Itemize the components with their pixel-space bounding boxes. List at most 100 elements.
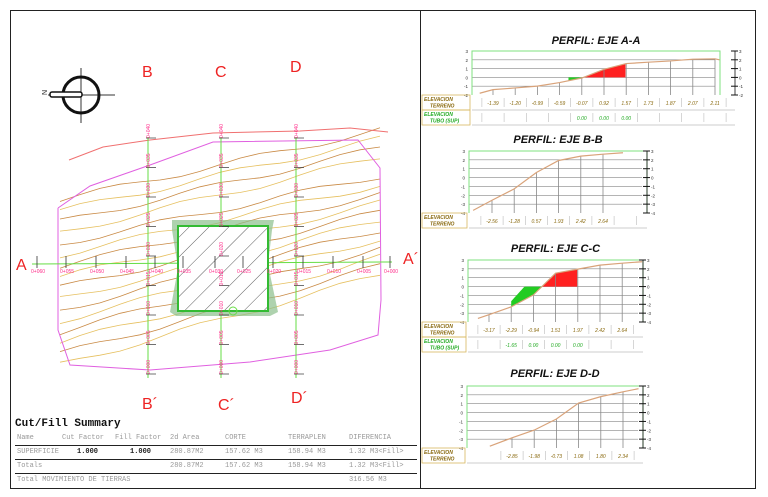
y-tick-label-right: 0 <box>651 176 654 181</box>
terrain-elevation: 0.92 <box>599 101 609 107</box>
summary-row-superficie: SUPERFICIE 1.000 1.000 280.87M2 157.62 M… <box>15 447 417 458</box>
terrain-elevation: -0.59 <box>554 101 566 107</box>
station-label: 0+060 <box>31 269 45 275</box>
y-tick-label-right: 3 <box>647 258 650 263</box>
profile-title: PERFIL: EJE B-B <box>513 134 602 146</box>
station-label: 0+040 <box>146 124 152 138</box>
row-label-box <box>421 447 466 464</box>
y-tick-label: -4 <box>459 446 463 451</box>
y-tick-label-right: 0 <box>739 75 742 80</box>
station-label: 0+015 <box>294 271 300 285</box>
station-label: 0+000 <box>294 360 300 374</box>
station-label: 0+010 <box>294 301 300 315</box>
station-label: 0+000 <box>146 360 152 374</box>
fill-area <box>511 286 543 307</box>
contour-line <box>59 146 381 220</box>
station-label: 0+015 <box>146 271 152 285</box>
total-label: Total MOVIMIENTO DE TIERRAS <box>17 476 131 484</box>
y-tick-label: -1 <box>460 293 464 298</box>
terrain-line <box>477 261 643 320</box>
summary-row-totals: Totals 280.87M2 157.62 M3 158.94 M3 1.32… <box>15 461 417 472</box>
header-terraplen: TERRAPLEN <box>288 434 326 442</box>
station-label: 0+035 <box>219 153 225 167</box>
terrain-elevation: 1.97 <box>573 328 583 334</box>
station-label: 0+025 <box>294 212 300 226</box>
y-tick-label: -1 <box>461 184 465 189</box>
y-tick-label-right: 1 <box>651 167 654 172</box>
cell-terraplen: 158.94 M3 <box>288 448 326 456</box>
tubo-elevation: -1.65 <box>505 343 517 349</box>
cell-area: 280.87M2 <box>170 448 204 456</box>
header-corte: CORTE <box>225 434 247 442</box>
y-tick-label-right: -4 <box>647 320 651 325</box>
summary-title: Cut/Fill Summary <box>15 418 121 430</box>
station-label: 0+025 <box>219 212 225 226</box>
row-label: ELEVACION <box>424 324 453 330</box>
terrain-elevation: 1.08 <box>574 454 584 460</box>
station-label: 0+035 <box>294 153 300 167</box>
y-tick-label: 2 <box>465 58 468 63</box>
terrain-elevation: 1.80 <box>596 454 606 460</box>
tubo-elevation: 0.00 <box>577 116 587 122</box>
y-tick-label: 3 <box>462 149 465 154</box>
terrain-elevation: 2.42 <box>575 219 586 225</box>
north-arrow-icon: N <box>42 68 115 123</box>
y-tick-label-right: -4 <box>651 211 655 216</box>
station-label: 0+005 <box>146 330 152 344</box>
y-tick-label: 0 <box>460 411 463 416</box>
contour-line <box>59 135 381 210</box>
terrain-elevation: -1.39 <box>487 101 499 107</box>
y-tick-label-right: -2 <box>647 428 651 433</box>
y-tick-label-right: -3 <box>651 202 655 207</box>
profile-title: PERFIL: EJE D-D <box>510 368 599 380</box>
cell-name: Totals <box>17 462 43 470</box>
cell-name: SUPERFICIE <box>17 448 60 456</box>
y-tick-label: 3 <box>461 258 464 263</box>
y-tick-label: 2 <box>462 158 465 163</box>
row-label: ELEVACION <box>424 215 453 221</box>
station-label: 0+050 <box>90 269 104 275</box>
profile-frame <box>466 385 644 448</box>
station-label: 0+035 <box>146 153 152 167</box>
terrain-elevation: 2.34 <box>617 454 628 460</box>
y-tick-label: 1 <box>460 402 463 407</box>
station-label: 0+030 <box>219 183 225 197</box>
section-label-a-prime: A´ <box>403 251 419 268</box>
y-tick-label-right: -2 <box>651 193 655 198</box>
row-label: ELEVACION <box>424 112 453 118</box>
y-tick-label-right: 2 <box>739 58 742 63</box>
y-tick-label: -4 <box>460 320 464 325</box>
terrain-elevation: 1.51 <box>551 328 561 334</box>
terrain-line <box>479 58 720 94</box>
excavation-pad <box>170 220 278 316</box>
station-label: 0+030 <box>146 183 152 197</box>
y-tick-label-right: -3 <box>647 311 651 316</box>
summary-total-row: Total MOVIMIENTO DE TIERRAS 316.56 M3 <box>15 475 417 486</box>
row-label: ELEVACION <box>424 97 453 103</box>
drawing-frame <box>10 10 756 489</box>
y-tick-label: 3 <box>465 49 468 54</box>
cut-area <box>542 269 578 287</box>
y-tick-label: -4 <box>461 211 465 216</box>
tubo-elevation: 0.00 <box>621 116 631 122</box>
row-label: ELEVACION <box>424 339 453 345</box>
header-cut-factor: Cut Factor <box>62 434 105 442</box>
cut-fill-summary: Cut/Fill Summary Name Cut Factor Fill Fa… <box>15 418 417 486</box>
cell-area: 280.87M2 <box>170 462 204 470</box>
y-tick-label-right: -4 <box>647 446 651 451</box>
terrain-elevation: 2.11 <box>709 101 720 107</box>
section-label-d-prime: D´ <box>291 390 308 407</box>
y-tick-label: 0 <box>462 176 465 181</box>
station-label: 0+010 <box>327 269 341 275</box>
y-tick-label-right: 1 <box>739 67 742 72</box>
terrain-elevation: -2.29 <box>505 328 517 334</box>
terrain-elevation: 2.64 <box>597 219 608 225</box>
cell-corte: 157.62 M3 <box>225 448 263 456</box>
station-label: 0+040 <box>149 269 163 275</box>
terrain-elevation: 2.07 <box>687 101 698 107</box>
terrain-elevation: -2.85 <box>506 454 518 460</box>
